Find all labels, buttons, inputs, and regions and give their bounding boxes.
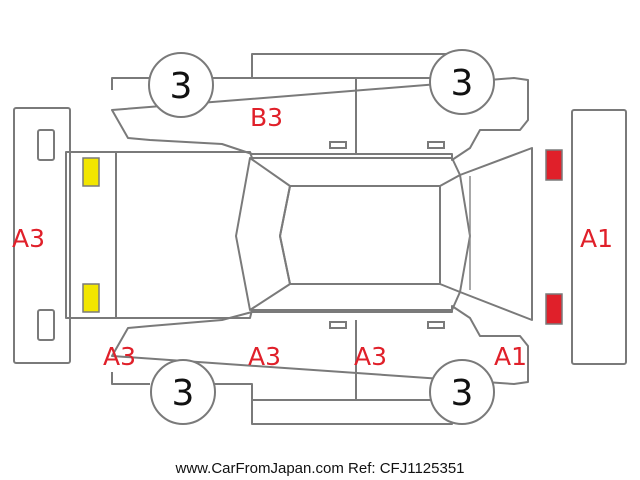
rear-bumper-slot-bottom xyxy=(37,309,55,341)
footer-reference: www.CarFromJapan.com Ref: CFJ1125351 xyxy=(175,460,465,477)
front-door-handle-top xyxy=(427,141,445,149)
code-rear-corner: A3 xyxy=(103,342,136,371)
rear-door-handle-top xyxy=(329,141,347,149)
rear-bumper xyxy=(13,107,71,364)
wheel-front-bottom: 3 xyxy=(429,359,495,425)
wheel-rear-top: 3 xyxy=(148,52,214,118)
wheel-rear-bottom: 3 xyxy=(150,359,216,425)
front-door-handle-bottom xyxy=(427,321,445,329)
code-front-door-lower: A3 xyxy=(354,342,387,371)
wheel-front-top-label: 3 xyxy=(451,63,474,104)
top-view-body xyxy=(65,147,533,321)
code-front-bumper: A1 xyxy=(580,224,613,253)
code-front-corner: A1 xyxy=(494,342,527,371)
code-rear-bumper: A3 xyxy=(12,224,45,253)
rear-door-handle-bottom xyxy=(329,321,347,329)
code-rear-door-lower: A3 xyxy=(248,342,281,371)
front-lamp-marker-bottom xyxy=(545,293,563,325)
wheel-rear-bottom-label: 3 xyxy=(172,373,195,414)
wheel-front-bottom-label: 3 xyxy=(451,373,474,414)
front-bumper xyxy=(571,109,627,365)
rear-lamp-marker-top xyxy=(82,157,100,187)
wheel-rear-top-label: 3 xyxy=(170,66,193,107)
wheel-front-top: 3 xyxy=(429,49,495,115)
rear-bumper-slot-top xyxy=(37,129,55,161)
front-lamp-marker-top xyxy=(545,149,563,181)
code-rear-door-upper: B3 xyxy=(250,103,283,132)
rear-lamp-marker-bottom xyxy=(82,283,100,313)
